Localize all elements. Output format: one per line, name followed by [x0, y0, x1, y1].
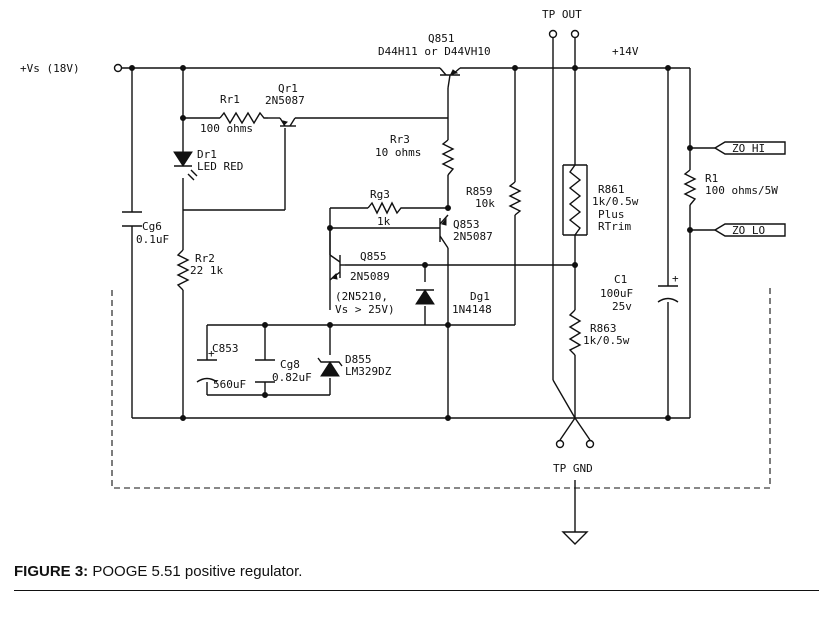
label-r861-plus: Plus	[598, 208, 625, 221]
label-tp-out: TP OUT	[542, 8, 582, 21]
label-r1-val: 100 ohms/5W	[705, 184, 778, 197]
r863-resistor	[568, 309, 582, 356]
label-vs: +Vs (18V)	[20, 62, 80, 75]
label-r859-val: 10k	[475, 197, 495, 210]
caption-prefix: FIGURE 3:	[14, 563, 89, 580]
caption-text: POOGE 5.51 positive regulator.	[88, 563, 303, 580]
transistors	[279, 67, 461, 281]
label-r863: R863	[590, 322, 617, 335]
label-qr1: Qr1	[278, 82, 298, 95]
label-c853-val: 560uF	[213, 378, 246, 391]
label-rr2-val: 22 1k	[190, 264, 223, 277]
zo-connectors	[714, 141, 786, 237]
label-qr1-part: 2N5087	[265, 94, 305, 107]
label-c1-volt: 25v	[612, 300, 632, 313]
label-rr3-val: 10 ohms	[375, 146, 421, 159]
label-dr1: Dr1	[197, 148, 217, 161]
label-cg8: Cg8	[280, 358, 300, 371]
r861-resistor	[568, 164, 582, 236]
caption-rule	[14, 590, 819, 591]
label-r861-val: 1k/0.5w	[592, 195, 639, 208]
label-d855-part: LM329DZ	[345, 365, 392, 378]
label-q851-part: D44H11 or D44VH10	[378, 45, 491, 58]
label-r863-val: 1k/0.5w	[583, 334, 630, 347]
label-rr1-val: 100 ohms	[200, 122, 253, 135]
label-rr2: Rr2	[195, 252, 215, 265]
svg-text:+: +	[208, 347, 215, 360]
label-rr3: Rr3	[390, 133, 410, 146]
label-tp-gnd: TP GND	[553, 462, 593, 475]
chassis-outline	[111, 288, 771, 489]
label-r861: R861	[598, 183, 625, 196]
label-c1-val: 100uF	[600, 287, 633, 300]
label-rg3-val: 1k	[377, 215, 391, 228]
junction-dots	[129, 65, 693, 421]
capacitors	[122, 211, 679, 383]
label-dg1-part: 1N4148	[452, 303, 492, 316]
r859-resistor	[508, 181, 522, 216]
label-q855-alt2: Vs > 25V)	[335, 303, 395, 316]
label-r859: R859	[466, 185, 493, 198]
label-q855: Q855	[360, 250, 387, 263]
label-q855-part: 2N5089	[350, 270, 390, 283]
svg-text:+: +	[672, 272, 679, 285]
rr3-resistor	[441, 139, 455, 176]
rg3-resistor	[367, 201, 405, 215]
label-c1: C1	[614, 273, 627, 286]
diodes	[173, 151, 435, 377]
label-zo-lo: ZO LO	[732, 224, 765, 237]
label-plus14: +14V	[612, 45, 639, 58]
labels: +Vs (18V) TP OUT +14V Q851 D44H11 or D44…	[20, 8, 778, 475]
label-cg8-val: 0.82uF	[272, 371, 312, 384]
label-cg6-val: 0.1uF	[136, 233, 169, 246]
test-points	[548, 29, 595, 449]
label-q851: Q851	[428, 32, 455, 45]
label-c853: C853	[212, 342, 239, 355]
label-q855-alt1: (2N5210,	[335, 290, 388, 303]
label-dr1-val: LED RED	[197, 160, 243, 173]
label-rr1: Rr1	[220, 93, 240, 106]
label-dg1: Dg1	[470, 290, 490, 303]
label-r861-trim: RTrim	[598, 220, 631, 233]
rr1-resistor	[219, 111, 268, 125]
label-r1: R1	[705, 172, 718, 185]
label-zo-hi: ZO HI	[732, 142, 765, 155]
rr2-resistor	[176, 249, 190, 291]
label-q853: Q853	[453, 218, 480, 231]
label-rg3: Rg3	[370, 188, 390, 201]
label-q853-part: 2N5087	[453, 230, 493, 243]
label-cg6: Cg6	[142, 220, 162, 233]
figure-caption: FIGURE 3: POOGE 5.51 positive regulator.	[14, 563, 302, 580]
label-d855: D855	[345, 353, 372, 366]
wires	[113, 38, 715, 545]
regulator-schematic: + +	[20, 8, 786, 545]
r1-resistor	[683, 169, 697, 206]
resistors	[176, 111, 697, 356]
